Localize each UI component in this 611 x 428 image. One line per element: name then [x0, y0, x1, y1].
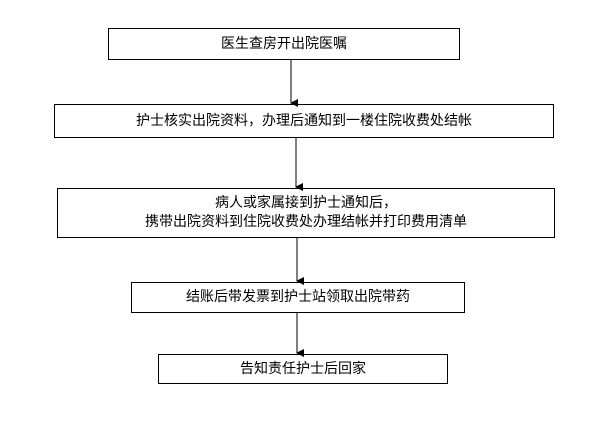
step-label: 结账后带发票到护士站领取出院带药 [186, 289, 410, 305]
step-label: 医生查房开出院医嘱 [221, 35, 347, 52]
step-box-family-checkout: 病人或家属接到护士通知后， 携带出院资料到住院收费处办理结帐并打印费用清单 [57, 188, 555, 238]
step-label: 告知责任护士后回家 [240, 360, 366, 377]
step-label-line-1: 病人或家属接到护士通知后， [215, 195, 397, 211]
step-box-doctor-order: 医生查房开出院医嘱 [108, 28, 460, 60]
step-box-nurse-verify: 护士核实出院资料，办理后通知到一楼住院收费处结帐 [54, 104, 554, 138]
step-label: 护士核实出院资料，办理后通知到一楼住院收费处结帐 [136, 112, 472, 129]
step-label-line-2: 携带出院资料到住院收费处办理结帐并打印费用清单 [145, 214, 467, 230]
